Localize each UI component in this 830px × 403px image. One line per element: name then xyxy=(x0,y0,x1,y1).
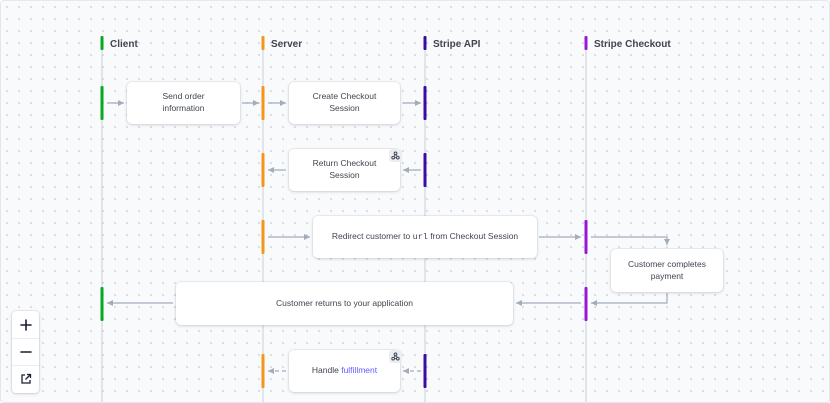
step-customer-returns: Customer returns to your application xyxy=(176,282,513,325)
zoom-controls xyxy=(12,311,39,393)
server-activation xyxy=(261,354,265,388)
step-text-prefix: Handle xyxy=(311,365,342,376)
stripe-checkout-lane-marker xyxy=(584,36,588,50)
stripe-api-activation xyxy=(423,354,427,388)
step-handle-fulfillment: Handle fulfillment xyxy=(289,350,400,392)
lane-title-client: Client xyxy=(110,39,138,50)
step-text-line: Send order xyxy=(162,91,205,102)
arrow-checkout-to-completes-payment xyxy=(591,236,670,245)
fulfillment-link[interactable]: fulfillment xyxy=(341,365,378,376)
step-text: Customer returns to your application xyxy=(275,297,413,308)
lane-title-server: Server xyxy=(271,39,302,50)
step-text-prefix: Redirect customer to xyxy=(331,230,413,241)
step-text-line: information xyxy=(162,103,205,113)
arrow-completes-payment-to-checkout xyxy=(591,293,668,306)
client-activation xyxy=(100,86,104,120)
zoom-out-button[interactable] xyxy=(12,338,39,366)
server-lane-marker xyxy=(261,36,265,50)
client-activation xyxy=(100,287,104,321)
server-activation xyxy=(261,220,265,254)
webhook-icon[interactable] xyxy=(389,350,402,363)
minus-icon xyxy=(19,350,32,353)
external-link-icon xyxy=(20,373,31,384)
step-redirect-customer: Redirect customer to url from Checkout S… xyxy=(313,216,537,258)
webhook-icon[interactable] xyxy=(389,149,402,162)
step-text-line: payment xyxy=(650,270,684,281)
step-text-line: Session xyxy=(329,170,360,180)
client-lane-marker xyxy=(100,36,104,50)
step-text-line: Customer completes xyxy=(628,258,706,269)
step-text-suffix: from Checkout Session xyxy=(427,230,519,241)
stripe-api-activation xyxy=(423,153,427,187)
zoom-in-button[interactable] xyxy=(12,311,39,339)
stripe-checkout-activation xyxy=(584,220,588,254)
step-text-line: Session xyxy=(329,103,360,113)
stripe-checkout-activation xyxy=(584,287,588,321)
lane-title-stripe-api: Stripe API xyxy=(433,39,481,50)
lane-title-stripe-checkout: Stripe Checkout xyxy=(594,39,671,50)
step-text-line: Create Checkout xyxy=(312,91,377,102)
server-activation xyxy=(261,153,265,187)
stripe-api-lane-marker xyxy=(423,36,427,50)
server-activation xyxy=(261,86,265,120)
code-url: url xyxy=(412,231,428,242)
step-text-line: Return Checkout xyxy=(312,158,377,169)
open-external-button[interactable] xyxy=(12,365,39,392)
plus-icon xyxy=(19,318,32,331)
stripe-api-activation xyxy=(423,86,427,120)
